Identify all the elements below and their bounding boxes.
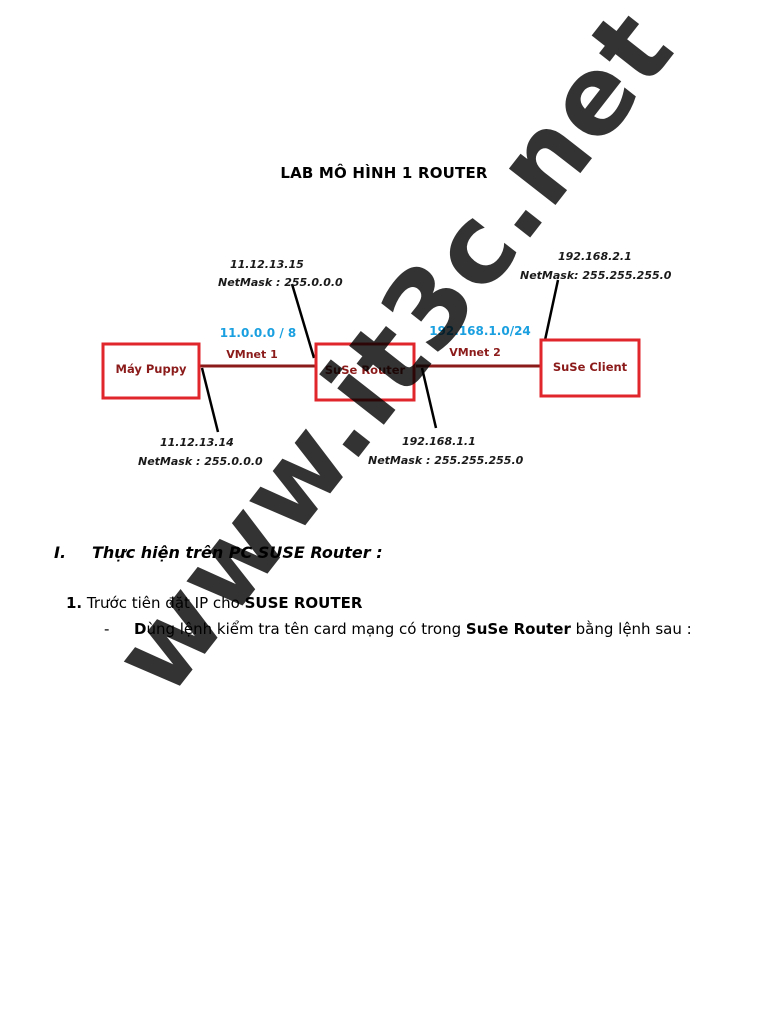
step-1: 1. Trước tiên đặt IP cho SUSE ROUTER xyxy=(66,594,362,612)
bullet-bold-mid: SuSe Router xyxy=(465,620,571,638)
node-label-router: SuSe Router xyxy=(325,363,406,377)
bullet-bold-start: D xyxy=(134,620,147,638)
address-ip-1: 11.12.13.15 xyxy=(230,258,304,271)
step-bold-text: SUSE ROUTER xyxy=(244,594,363,612)
node-label-puppy: Máy Puppy xyxy=(116,362,187,376)
subnet-label-1: 11.0.0.0 / 8 xyxy=(220,326,297,340)
node-box-router xyxy=(314,342,416,402)
network-diagram: Máy Puppy SuSe Router SuSe Client 11.0.0… xyxy=(92,236,686,490)
subnet-label-2: 192.168.1.0/24 xyxy=(429,324,531,338)
step-number: 1. xyxy=(66,594,83,612)
address-ip-2: 11.12.13.14 xyxy=(160,436,234,449)
address-mask-1: NetMask : 255.0.0.0 xyxy=(218,276,343,289)
node-box-puppy xyxy=(101,342,201,400)
network-diagram-svg: Máy Puppy SuSe Router SuSe Client 11.0.0… xyxy=(101,250,672,468)
step-text: Trước tiên đặt IP cho xyxy=(86,594,245,612)
bullet-text-2: bằng lệnh sau : xyxy=(570,620,692,638)
section-number: I. xyxy=(54,543,67,562)
bullet-text-1: ùng lệnh kiểm tra tên card mạng có trong xyxy=(146,620,466,638)
address-mask-2: NetMask : 255.0.0.0 xyxy=(138,455,263,468)
section-heading: I. Thực hiện trên PC SUSE Router : xyxy=(54,543,383,562)
bullet-dash: - xyxy=(104,620,110,638)
address-ip-4: 192.168.2.1 xyxy=(558,250,632,263)
leader-line-3 xyxy=(420,367,438,429)
node-label-client: SuSe Client xyxy=(553,360,628,374)
bullet-1: - Dùng lệnh kiểm tra tên card mạng có tro… xyxy=(104,620,692,638)
leader-line-1 xyxy=(290,283,316,359)
address-ip-3: 192.168.1.1 xyxy=(402,435,476,448)
vmnet-label-2: VMnet 2 xyxy=(449,346,501,359)
section-heading-text: Thực hiện trên PC SUSE Router : xyxy=(92,543,383,562)
node-box-client xyxy=(539,338,641,398)
vmnet-label-1: VMnet 1 xyxy=(226,348,278,361)
leader-line-2 xyxy=(200,367,220,433)
address-mask-4: NetMask: 255.255.255.0 xyxy=(520,269,672,282)
address-mask-3: NetMask : 255.255.255.0 xyxy=(368,454,524,467)
page-title: LAB MÔ HÌNH 1 ROUTER xyxy=(280,164,488,182)
